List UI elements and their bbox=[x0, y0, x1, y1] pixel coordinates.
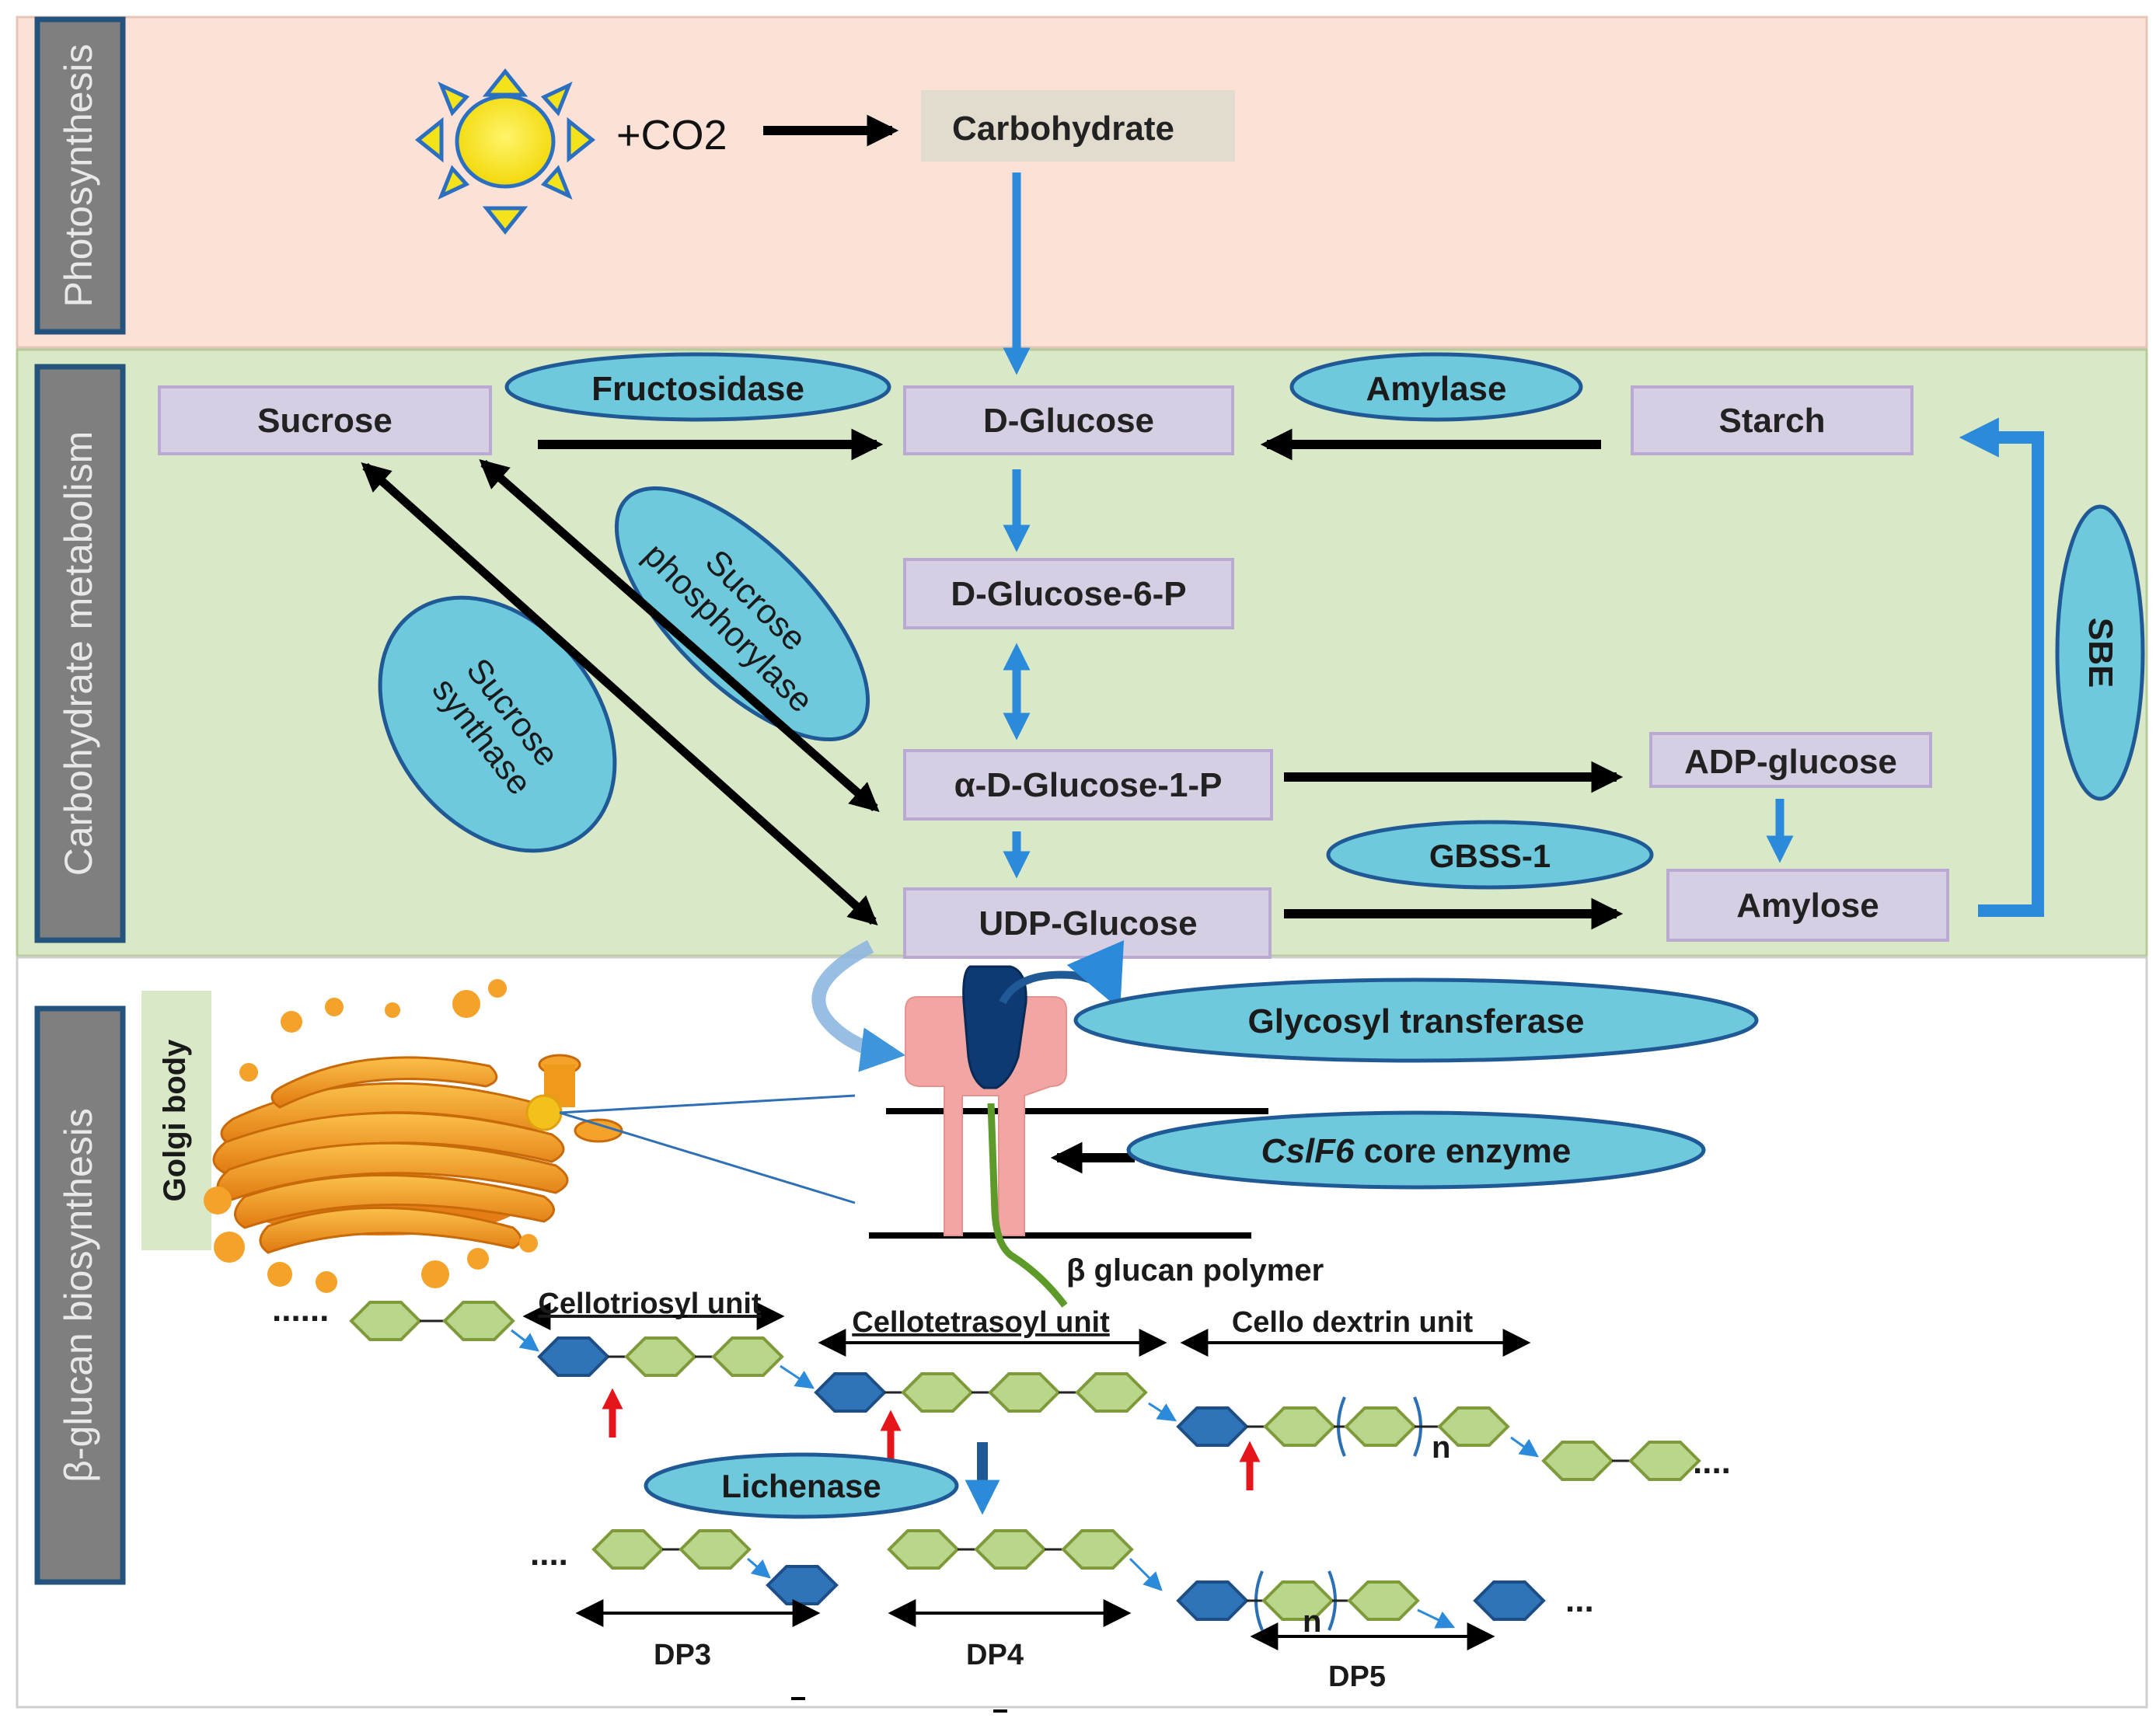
product-n-label: n bbox=[1303, 1605, 1321, 1639]
glucose-unit-3-linked bbox=[1473, 1580, 1546, 1621]
svg-text:Lichenase: Lichenase bbox=[721, 1468, 881, 1504]
bglucan-section-label: β-glucan biosynthesis bbox=[34, 1005, 126, 1585]
d-glucose-box: D-Glucose bbox=[903, 385, 1234, 455]
beta-1-3-bond bbox=[1129, 1557, 1163, 1591]
dp4-label: DP4 bbox=[966, 1639, 1024, 1671]
starch-box: Starch bbox=[1631, 385, 1914, 455]
svg-text:Amylase: Amylase bbox=[1366, 370, 1506, 408]
glucose-unit bbox=[1075, 1372, 1148, 1413]
golgi-body-icon bbox=[204, 979, 623, 1293]
svg-text:Carbohydrate metabolism: Carbohydrate metabolism bbox=[57, 431, 100, 876]
adp-glucose-box: ADP-glucose bbox=[1649, 732, 1932, 788]
svg-text:UDP-Glucose: UDP-Glucose bbox=[979, 904, 1197, 943]
gbss1-enzyme: GBSS-1 bbox=[1326, 820, 1654, 890]
dp3-label: DP3 bbox=[654, 1639, 711, 1671]
svg-text:ADP-glucose: ADP-glucose bbox=[1684, 743, 1897, 781]
svg-text:Fructosidase: Fructosidase bbox=[591, 370, 804, 408]
d-glucose-6-p-box: D-Glucose-6-P bbox=[903, 558, 1234, 629]
repeat-n-label: n bbox=[1432, 1431, 1450, 1465]
svg-text:CslF6 core enzyme: CslF6 core enzyme bbox=[1261, 1132, 1572, 1170]
a-d-glucose-1-p-box: α-D-Glucose-1-P bbox=[903, 749, 1273, 821]
sun-icon bbox=[414, 68, 596, 235]
fructosidase-enzyme: Fructosidase bbox=[504, 352, 891, 422]
golgi-body-label-box: Golgi body bbox=[141, 991, 211, 1250]
cello-dextrin-label: Cello dextrin unit bbox=[1232, 1306, 1474, 1339]
svg-text:D-Glucose: D-Glucose bbox=[983, 402, 1154, 440]
amylose-box: Amylose bbox=[1666, 869, 1949, 942]
sucrose-udp-arrow bbox=[361, 462, 878, 925]
svg-text:α-D-Glucose-1-P: α-D-Glucose-1-P bbox=[954, 766, 1223, 804]
svg-text:Golgi body: Golgi body bbox=[158, 1039, 192, 1202]
photosynthesis-section-label: Photosynthesis bbox=[34, 16, 126, 335]
glucose-unit bbox=[442, 1301, 515, 1341]
udp-to-enzyme-curve-arrow bbox=[811, 940, 906, 1072]
lichenase-enzyme: Lichenase bbox=[644, 1452, 959, 1519]
sbe-enzyme: SBE bbox=[2055, 504, 2145, 801]
carbohydrate-box: Carbohydrate bbox=[921, 90, 1235, 162]
amylose-to-starch-arrow bbox=[1959, 417, 2044, 917]
svg-text:β-glucan biosynthesis: β-glucan biosynthesis bbox=[57, 1108, 100, 1483]
svg-text:Glycosyl transferase: Glycosyl transferase bbox=[1248, 1002, 1585, 1040]
beta-1-3-bond bbox=[747, 1557, 771, 1579]
glucose-unit bbox=[1061, 1529, 1134, 1570]
svg-text:Starch: Starch bbox=[1719, 402, 1826, 440]
glycosyl-curve-arrow bbox=[999, 940, 1125, 1010]
sucrose-box: Sucrose bbox=[158, 385, 492, 455]
beta-1-3-bond bbox=[1510, 1436, 1539, 1458]
beta-1-3-bond bbox=[511, 1329, 539, 1352]
glucose-unit bbox=[1347, 1580, 1420, 1621]
golgi-zoom-line-top bbox=[559, 1094, 856, 1114]
beta-1-3-bond bbox=[1148, 1402, 1177, 1422]
glucose-unit bbox=[1628, 1441, 1701, 1481]
golgi-zoom-line-bottom bbox=[559, 1111, 856, 1204]
udp-glucose-box: UDP-Glucose bbox=[903, 887, 1272, 959]
cellotriosyl-label: Cellotriosyl unit bbox=[538, 1288, 761, 1320]
amylase-enzyme: Amylase bbox=[1289, 352, 1583, 422]
chain-end-dots: .... bbox=[1693, 1443, 1731, 1481]
photosynthesis-band bbox=[16, 16, 2148, 349]
polymer-strand bbox=[987, 1103, 1068, 1308]
core-enzyme-text: core enzyme bbox=[1355, 1132, 1572, 1170]
co2-label: +CO2 bbox=[616, 112, 727, 159]
carb-metabolism-section-label: Carbohydrate metabolism bbox=[34, 364, 126, 943]
svg-text:Amylose: Amylose bbox=[1736, 887, 1879, 925]
glycosyl-transferase-enzyme: Glycosyl transferase bbox=[1073, 977, 1759, 1063]
chain-start-dots: ...... bbox=[272, 1291, 329, 1329]
dp5-label: DP5 bbox=[1328, 1661, 1386, 1693]
cslf6-italic: CslF6 bbox=[1261, 1132, 1355, 1170]
glucose-unit bbox=[1437, 1406, 1510, 1447]
product-dots: .... bbox=[530, 1535, 568, 1573]
polymer-label: β glucan polymer bbox=[1066, 1253, 1324, 1288]
product-end-dots: ... bbox=[1565, 1581, 1594, 1619]
cellotetrasoyl-label: Cellotetrasoyl unit bbox=[852, 1306, 1110, 1339]
svg-text:GBSS-1: GBSS-1 bbox=[1429, 838, 1551, 874]
svg-text:Sucrose: Sucrose bbox=[257, 402, 392, 440]
glucose-unit bbox=[711, 1336, 784, 1377]
svg-text:Photosynthesis: Photosynthesis bbox=[57, 44, 100, 307]
svg-text:SBE: SBE bbox=[2081, 618, 2119, 688]
beta-1-3-bond bbox=[780, 1364, 815, 1389]
svg-text:D-Glucose-6-P: D-Glucose-6-P bbox=[951, 575, 1186, 613]
cslf6-core-enzyme: CslF6 core enzyme bbox=[1126, 1110, 1706, 1190]
svg-text:Carbohydrate: Carbohydrate bbox=[952, 110, 1174, 148]
glucose-unit bbox=[679, 1529, 752, 1570]
